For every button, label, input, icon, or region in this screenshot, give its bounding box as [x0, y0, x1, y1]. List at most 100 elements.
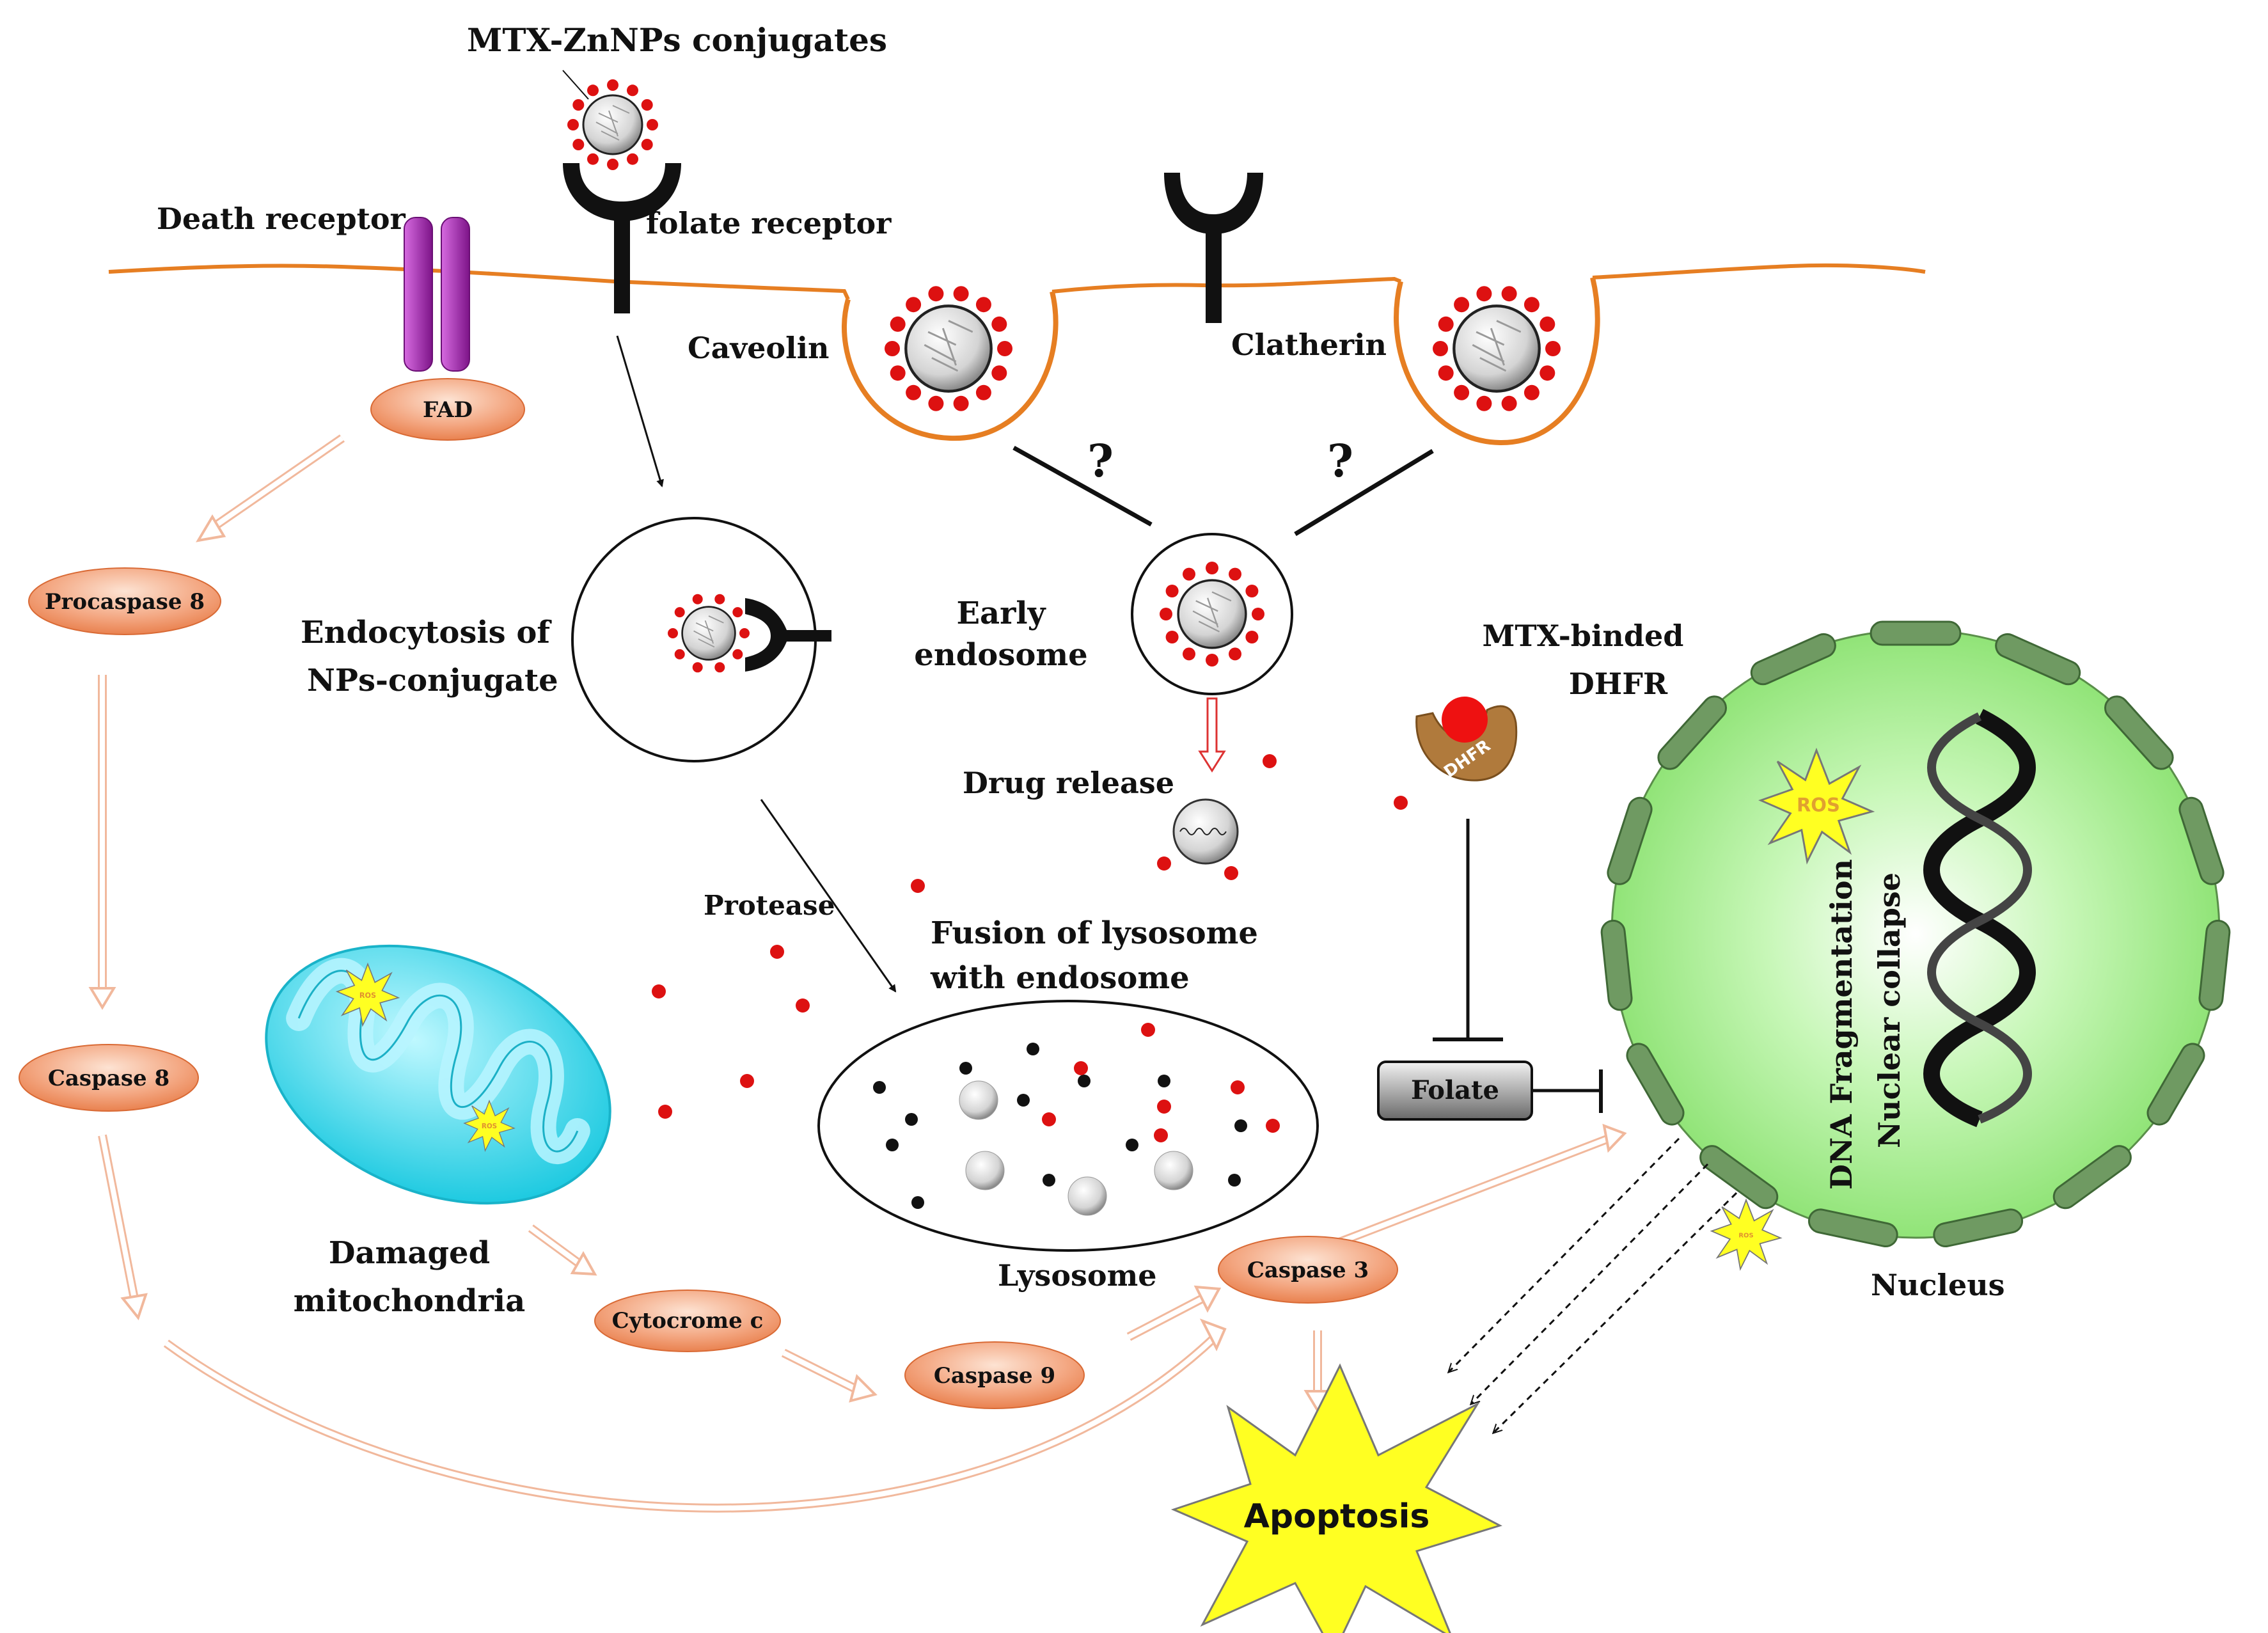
ros-star-mito-1: ROS — [336, 963, 399, 1026]
early-endosome-label-1: Early — [956, 596, 1046, 631]
drug-dot — [1454, 297, 1470, 313]
drug-release-label: Drug release — [963, 766, 1174, 800]
caveolin-path-line — [1012, 445, 1153, 527]
drug-dot — [732, 607, 743, 618]
drug-dot — [572, 99, 585, 111]
drug-dot — [1540, 316, 1555, 332]
damaged-label-2: mitochondria — [294, 1283, 525, 1319]
folate-label: Folate — [1411, 1075, 1499, 1105]
drug-dot — [890, 365, 906, 381]
early-endosome-nanoparticle — [1160, 562, 1264, 667]
drug-dot — [1183, 647, 1195, 661]
nuclear-pore-segment — [1657, 695, 1727, 770]
nuclear-pore-segment — [2198, 919, 2231, 1011]
caveolin-pit — [842, 291, 1059, 441]
damaged-label-1: Damaged — [329, 1235, 490, 1271]
caspase-arrowheads — [88, 514, 1627, 1413]
nuclear-pore-segment — [1626, 1043, 1685, 1126]
drug-release-arrow — [1198, 697, 1226, 773]
caveolin-label: Caveolin — [688, 331, 830, 365]
drug-dot — [674, 649, 685, 659]
drug-dot — [692, 662, 703, 673]
svg-text:Caspase 9: Caspase 9 — [934, 1363, 1055, 1389]
nuclear-pore-segment — [1870, 620, 1962, 646]
nuclear-pore-segment — [1600, 919, 1633, 1011]
lysosome — [817, 1000, 1319, 1252]
drug-dot — [1245, 631, 1259, 643]
conjugates-label: MTX-ZnNPs conjugates — [467, 21, 887, 59]
folate-receptor-label: folate receptor — [646, 206, 892, 241]
drug-dot — [1165, 585, 1179, 597]
drug-dot — [668, 628, 678, 638]
svg-text:Caspase 3: Caspase 3 — [1247, 1258, 1369, 1283]
ros-star-mito-2: ROS — [464, 1100, 515, 1151]
drug-dot — [674, 607, 685, 618]
drug-dot — [607, 79, 618, 91]
drug-dot — [953, 395, 969, 411]
nuclear-pore-segment — [1750, 633, 1836, 686]
nuclear-pore-segment — [2178, 796, 2225, 885]
apoptosis-burst: Apoptosis — [1170, 1363, 1502, 1633]
drug-dot — [647, 119, 658, 130]
caveolin-nanoparticle — [885, 286, 1012, 411]
drug-dot — [1229, 567, 1241, 581]
caspase8-node: Caspase 8 — [19, 1044, 199, 1112]
folate-receptor — [563, 163, 681, 313]
drug-dot — [572, 139, 585, 150]
drug-dot — [1540, 365, 1555, 381]
drug-dot — [641, 139, 653, 150]
drug-dot — [991, 365, 1007, 381]
nuclear-pore-segment — [2146, 1043, 2205, 1126]
drug-dot — [567, 119, 579, 130]
clatherin-pit — [1394, 277, 1600, 446]
caspase9-node: Caspase 9 — [904, 1341, 1085, 1409]
drug-dot — [1501, 286, 1517, 302]
drug-dot — [692, 594, 703, 604]
lysosome-beads — [959, 1080, 1193, 1216]
drug-dot — [997, 341, 1012, 356]
drug-dot — [1165, 631, 1179, 643]
lysosome-black-dots — [873, 1043, 1247, 1209]
nuclear-pore-segment — [2052, 1145, 2132, 1210]
conjugate-pointer-line — [562, 70, 589, 100]
mtx-znnp-conjugate — [567, 79, 658, 170]
drug-dot — [1476, 395, 1492, 411]
drug-dot — [906, 384, 922, 400]
drug-dot — [1229, 647, 1241, 661]
drug-dot — [587, 84, 599, 97]
drug-dot — [1501, 395, 1517, 411]
fusion-arrow — [760, 799, 897, 993]
drug-dot — [732, 649, 743, 659]
damaged-mitochondria — [265, 944, 611, 1205]
drug-dot — [991, 316, 1007, 332]
ros-star-nucleus: ROS — [1760, 749, 1873, 863]
ros-star-small: ROS — [1711, 1199, 1781, 1270]
nucleus-label: Nucleus — [1871, 1268, 2005, 1302]
drug-dot — [1438, 316, 1454, 332]
drug-dot — [739, 628, 750, 638]
question-mark-right: ? — [1327, 434, 1353, 487]
mtx-dhfr-label-1: MTX-binded — [1483, 619, 1684, 653]
death-receptor — [404, 217, 470, 372]
nuclear-pore-segment — [1607, 796, 1653, 885]
svg-text:Procaspase 8: Procaspase 8 — [45, 589, 205, 615]
svg-text:Cytocrome c: Cytocrome c — [612, 1308, 764, 1334]
drug-dot — [1160, 608, 1172, 620]
nucleus-apoptosis-dashed-arrows — [1449, 1137, 1738, 1433]
drug-dot — [975, 297, 991, 313]
drug-dot — [928, 395, 944, 411]
folate-box: Folate — [1377, 1061, 1533, 1121]
nuclear-pore-segment — [1699, 1145, 1779, 1210]
drug-dot — [1476, 286, 1492, 302]
drug-dot — [890, 316, 906, 332]
drug-dot — [1545, 341, 1561, 356]
drug-dots — [652, 754, 1408, 1142]
drug-dot — [1183, 567, 1195, 581]
drug-dot — [1206, 654, 1218, 667]
mtx-dhfr-label-2: DHFR — [1569, 667, 1668, 701]
clatherin-path-line — [1294, 449, 1434, 536]
caspase3-node: Caspase 3 — [1218, 1236, 1398, 1304]
dna-fragmentation-label: DNA Fragmentation — [1824, 859, 1859, 1190]
drug-dot — [587, 153, 599, 165]
